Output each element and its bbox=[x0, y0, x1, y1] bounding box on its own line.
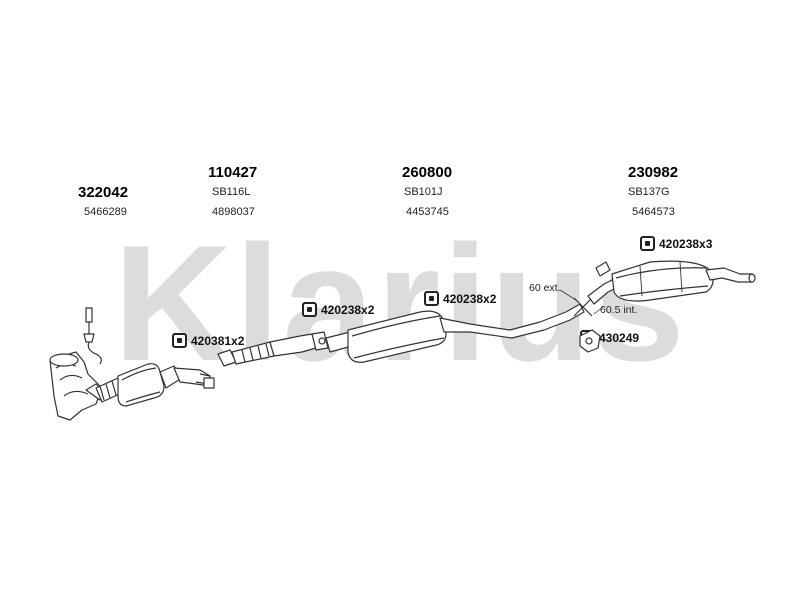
front-pipe-322042 bbox=[49, 351, 105, 421]
rubber-hanger bbox=[579, 329, 601, 353]
lambda-sensor bbox=[83, 307, 102, 365]
fitting-label-4: 420238x3 bbox=[640, 236, 712, 251]
part-ref-1: 5466289 bbox=[84, 206, 127, 218]
watermark-text: Klarius bbox=[113, 211, 686, 395]
part-oem-2: 4898037 bbox=[212, 206, 255, 218]
part-number-4: 230982 bbox=[628, 164, 679, 181]
part-number-3: 260800 bbox=[402, 164, 453, 181]
catalyst-110427 bbox=[95, 363, 215, 407]
cut-mark bbox=[559, 289, 605, 317]
dimension-int: 60.5 int. bbox=[600, 304, 638, 316]
clamp-icon bbox=[640, 236, 655, 251]
part-number-1: 322042 bbox=[78, 184, 129, 201]
part-code-2: SB116L bbox=[212, 186, 251, 198]
part-code-4: SB137G bbox=[628, 186, 670, 198]
fitting-label-2: 420238x2 bbox=[302, 302, 374, 317]
part-oem-3: 4453745 bbox=[406, 206, 449, 218]
dimension-ext: 60 ext. bbox=[529, 282, 561, 294]
clamp-icon bbox=[302, 302, 317, 317]
clamp-icon bbox=[424, 291, 439, 306]
centre-silencer-260800 bbox=[325, 303, 585, 363]
part-code-3: SB101J bbox=[404, 186, 443, 198]
fitting-label-1: 420381x2 bbox=[172, 333, 244, 348]
part-oem-4: 5464573 bbox=[632, 206, 675, 218]
intermediate-pipe bbox=[217, 331, 329, 367]
rear-silencer-230982 bbox=[587, 260, 756, 305]
clamp-icon bbox=[172, 333, 187, 348]
fitting-label-3: 420238x2 bbox=[424, 291, 496, 306]
part-number-2: 110427 bbox=[208, 164, 258, 181]
